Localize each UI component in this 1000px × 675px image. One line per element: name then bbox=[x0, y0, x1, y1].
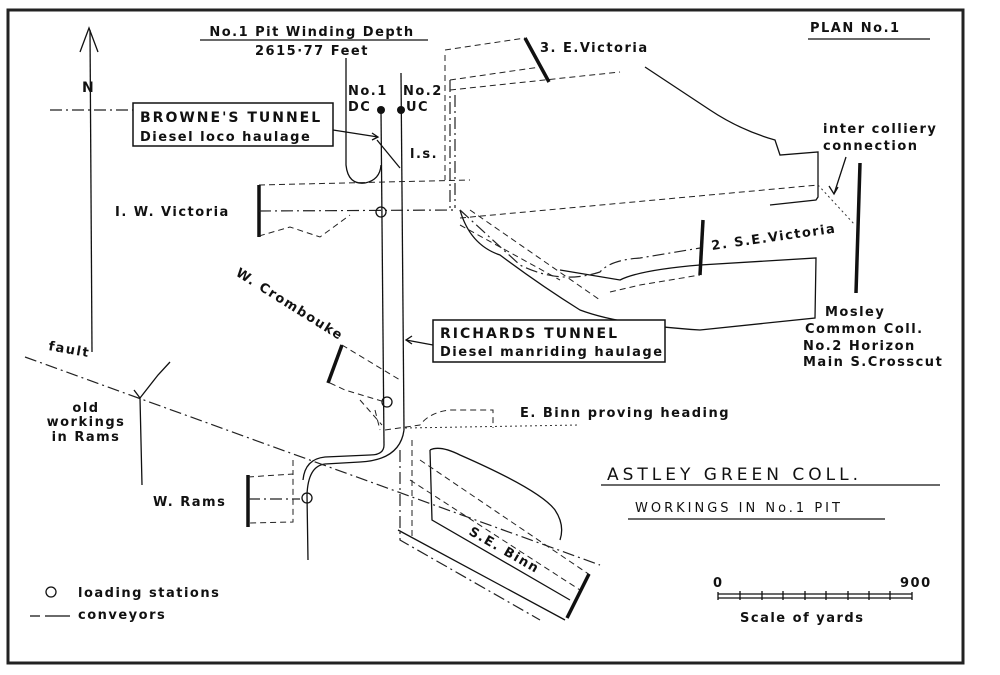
mosley-line-4: Main S.Crosscut bbox=[803, 355, 943, 370]
shaft-no2-code: UC bbox=[406, 100, 429, 115]
shaft-no2-icon bbox=[397, 106, 405, 114]
w-rams-label: W. Rams bbox=[153, 495, 226, 510]
title: ASTLEY GREEN COLL. bbox=[607, 465, 862, 485]
plan-label: PLAN No.1 bbox=[810, 21, 901, 36]
se-victoria-label: 2. S.E.Victoria bbox=[710, 222, 837, 254]
w-crombouke-label: W. Crombouke bbox=[233, 266, 346, 344]
loading-station-icon bbox=[381, 396, 393, 408]
legend-loading-stations: loading stations bbox=[78, 586, 220, 601]
shaft-no1-name: No.1 bbox=[348, 84, 388, 99]
shaft-lines bbox=[258, 58, 471, 561]
fault-label: fault bbox=[47, 339, 91, 361]
se-binn-label: S.E. Binn bbox=[466, 524, 542, 577]
ls-label: l.s. bbox=[410, 147, 438, 162]
shaft-no2-name: No.2 bbox=[403, 84, 443, 99]
north-arrow-icon bbox=[79, 26, 99, 353]
subtitle: WORKINGS IN No.1 PIT bbox=[635, 501, 843, 516]
loading-station-icon bbox=[301, 492, 313, 504]
inter-colliery-label-2: connection bbox=[823, 139, 919, 154]
loading-station-icon bbox=[375, 206, 387, 218]
east-workings bbox=[444, 37, 856, 331]
mosley-line-1: Mosley bbox=[825, 305, 885, 320]
richards-tunnel-title: RICHARDS TUNNEL bbox=[440, 326, 619, 342]
legend-conveyors: conveyors bbox=[78, 608, 166, 623]
frame-border bbox=[6, 8, 965, 665]
scale-min: 0 bbox=[713, 576, 724, 591]
fault-line bbox=[24, 356, 601, 566]
north-label: N bbox=[82, 80, 96, 96]
legend-loading-station-icon bbox=[45, 586, 57, 598]
se-binn-workings bbox=[397, 440, 591, 621]
e-victoria-label: 3. E.Victoria bbox=[540, 41, 649, 56]
browne-tunnel-box bbox=[132, 102, 334, 147]
mosley-line-3: No.2 Horizon bbox=[803, 339, 916, 354]
browne-tunnel-title: BROWNE'S TUNNEL bbox=[140, 110, 322, 126]
richards-tunnel-sub: Diesel manriding haulage bbox=[440, 345, 664, 360]
richards-tunnel-box bbox=[432, 319, 666, 363]
mosley-line-2: Common Coll. bbox=[805, 322, 924, 337]
shaft-no1-code: DC bbox=[348, 100, 371, 115]
shaft-no1-icon bbox=[377, 106, 385, 114]
scale-label: Scale of yards bbox=[740, 611, 864, 626]
depth-title: No.1 Pit Winding Depth bbox=[209, 25, 414, 40]
w-victoria-label: I. W. Victoria bbox=[115, 205, 230, 220]
depth-value: 2615·77 Feet bbox=[255, 44, 369, 59]
old-workings-1: old bbox=[72, 401, 99, 416]
e-binn-label: E. Binn proving heading bbox=[520, 406, 730, 421]
inter-colliery-label-1: inter colliery bbox=[823, 122, 937, 137]
browne-tunnel-sub: Diesel loco haulage bbox=[140, 130, 311, 145]
scale-max: 900 bbox=[900, 576, 932, 591]
old-workings-3: in Rams bbox=[52, 430, 121, 445]
old-workings-2: workings bbox=[47, 415, 126, 430]
scale-bar bbox=[717, 591, 913, 600]
